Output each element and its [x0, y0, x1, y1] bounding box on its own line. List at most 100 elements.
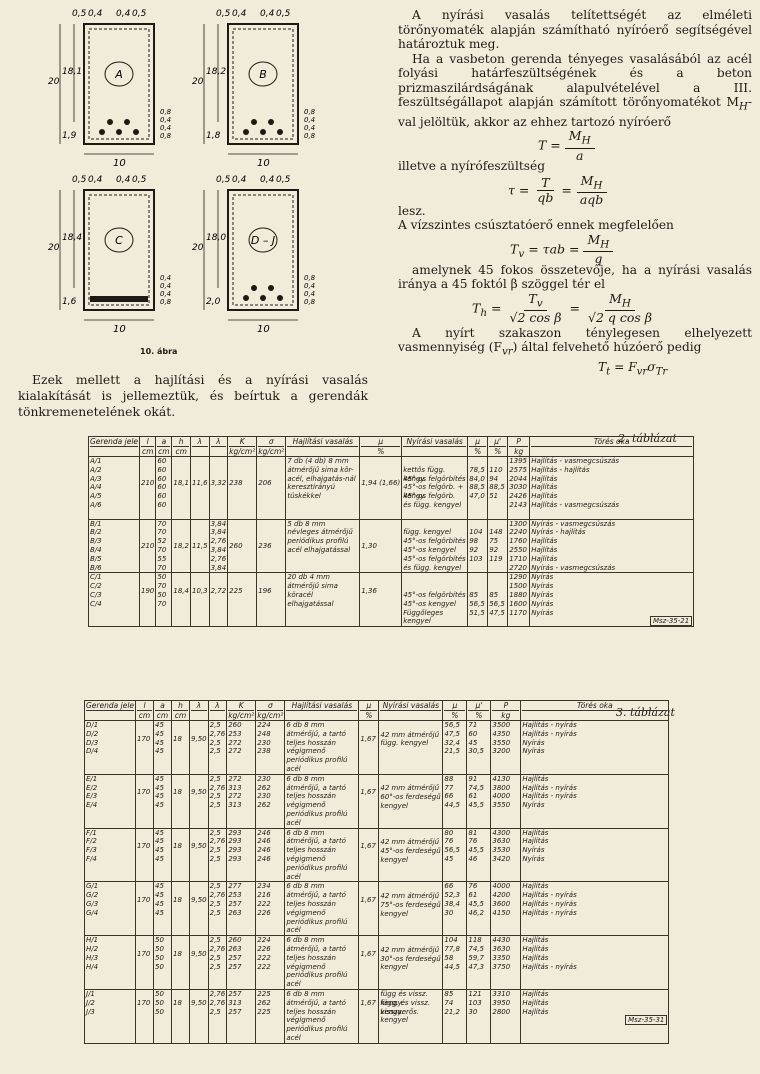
cell-line: J/3	[86, 1007, 95, 1016]
cell-line: 51,5	[469, 608, 485, 617]
dimension-label: 0,4	[88, 9, 103, 19]
cell-line: F/2	[86, 837, 97, 846]
cell-line: 45°-os felgörb. + kengy.	[403, 483, 464, 501]
cell-line: 224	[257, 936, 271, 945]
standard-code: Msz-35-31	[625, 1015, 668, 1026]
cell-line: A/4	[90, 483, 102, 492]
cell-line: 253	[228, 729, 242, 738]
dimension-label: 0,4	[116, 9, 131, 19]
cell-line: Hajlítás	[531, 474, 558, 483]
cell-line: 257	[228, 1007, 242, 1016]
cell-line: 1300	[509, 519, 528, 528]
cell-line: 77,8	[444, 944, 460, 953]
cell-line: 4130	[492, 774, 511, 783]
shear-reinforcement: 42 mm átmérőjű 30°-os ferdeségű kengyel	[380, 945, 441, 972]
cell-line: 2,76	[209, 729, 226, 738]
cell-line: 3530	[492, 846, 511, 855]
cell-line: 76	[444, 837, 454, 846]
cell-line	[469, 520, 486, 528]
cell-line: 61	[468, 792, 478, 801]
cell-value: 170	[137, 842, 151, 851]
cell-line: 230	[257, 738, 271, 747]
dimension-label: 0,8	[304, 108, 316, 116]
cell-line: 2800	[492, 1007, 511, 1016]
cell-value: 170	[137, 734, 151, 743]
cell-line: Nyírás	[522, 738, 545, 747]
cell-line: 52,3	[444, 891, 460, 900]
cell-line: 30,5	[468, 747, 484, 756]
cell-line: 45	[155, 846, 164, 855]
rebar	[116, 129, 122, 135]
cell-line: 1170	[509, 608, 528, 617]
cell-line: 84,0	[469, 474, 485, 483]
cell-line: és függ. kengyel	[403, 563, 462, 572]
cell-line: G/4	[86, 908, 99, 917]
dimension-label: 0,4	[88, 175, 103, 185]
cell-value: 11,5	[191, 541, 208, 550]
rebar	[124, 119, 130, 125]
cell-line	[489, 510, 506, 518]
cell-line: H/4	[86, 962, 99, 971]
cell-line: C/4	[90, 599, 102, 608]
cell-line: 45°-os kengyel	[403, 545, 456, 554]
height-label: 1,9	[62, 131, 77, 141]
cell-line: 4000	[492, 792, 511, 801]
cell-value: 9,50	[191, 842, 207, 851]
column-header: μ%	[358, 700, 380, 721]
height-label: 20	[48, 77, 60, 87]
rebar	[268, 285, 274, 291]
cell-line: H/1	[86, 936, 99, 945]
cell-line: 60	[157, 465, 167, 474]
cell-line: E/3	[86, 792, 98, 801]
cell-line: E/1	[86, 774, 98, 783]
cell-line	[489, 564, 506, 572]
cell-line: 313	[228, 783, 242, 792]
cell-line: Hajlítás - nyírás	[522, 962, 577, 971]
cell-line: 1290	[509, 573, 528, 582]
column-header: Törés oka	[520, 700, 670, 721]
bending-reinforcement: 5 db 8 mm névleges átmérőjű periódikus p…	[285, 518, 361, 574]
cell-line: és függ. kengyel	[403, 500, 462, 509]
cell-line: 2,5	[209, 953, 221, 962]
column-header: Gerenda jele	[87, 436, 141, 457]
cell-line: Hajlítás - nyírás	[522, 783, 577, 792]
column-header: μ'%	[466, 700, 492, 721]
cell-line: Hajlítás - nyírás	[522, 891, 577, 900]
cell-line: 85	[489, 590, 499, 599]
cell-line: függ. kengyel	[403, 528, 452, 537]
cell-line: Hajlítás	[522, 882, 549, 891]
cell-line: Hajlítás	[531, 537, 558, 546]
paragraph-1: A nyírási vasalás telítettségét az elmél…	[398, 8, 752, 51]
shear-reinforcement: 42 mm átmérőjű 75°-os ferdeségű kengyel	[380, 891, 441, 918]
cell-line: 248	[257, 729, 271, 738]
stirrup-line	[232, 28, 294, 140]
rebar	[260, 295, 266, 301]
cell-line: Hajlítás - vasmegcsúszás	[531, 500, 620, 509]
cell-line	[489, 520, 506, 528]
cell-line	[489, 501, 506, 510]
cell-value: 9,50	[191, 734, 207, 743]
cell-line: 3550	[492, 738, 511, 747]
cell-line: 55	[157, 554, 167, 563]
cell-line: D/3	[86, 738, 99, 747]
cell-line: Hajlítás	[522, 1007, 549, 1016]
cell-line: 226	[257, 944, 271, 953]
paragraph-2: Ha a vasbeton gerenda tényeges vasalásáb…	[398, 51, 752, 129]
cell-line: Nyírás	[522, 801, 545, 810]
standard-code: Msz-35-21	[649, 616, 693, 626]
cell-line: 45	[155, 908, 164, 917]
cell-line: 216	[257, 891, 271, 900]
cell-line: E/4	[86, 801, 98, 810]
cell-value: 170	[137, 788, 151, 797]
cell-line: 272	[228, 738, 242, 747]
bottom-bars-layer	[90, 296, 148, 302]
cell-line: Hajlítás - nyírás	[522, 729, 577, 738]
cell-line: 246	[257, 846, 271, 855]
cell-value: 18,2	[173, 541, 189, 550]
